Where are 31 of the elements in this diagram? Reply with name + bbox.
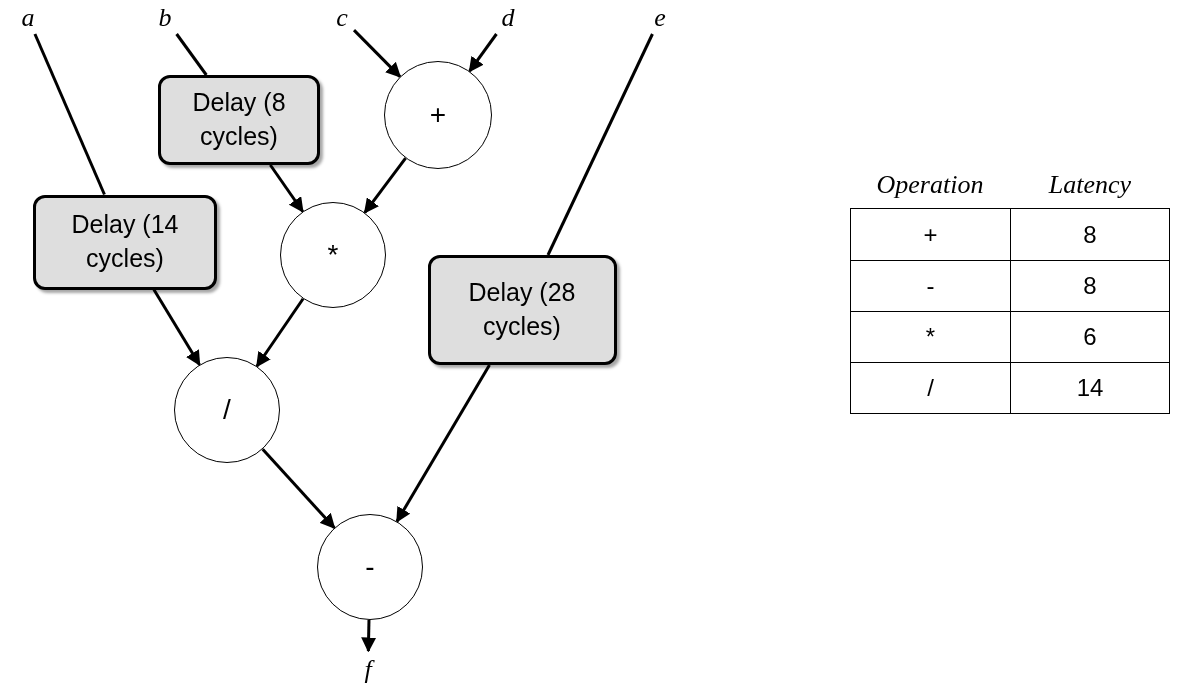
table-header: Latency [1048,168,1132,201]
arrow [261,448,336,529]
table-cell: 8 [1010,209,1169,260]
table-cell: 8 [1010,261,1169,311]
table-cell-text: * [924,322,937,352]
table-header: Operation [876,168,984,201]
arrow [269,164,304,213]
arrow [395,364,491,523]
table-cell: 6 [1010,312,1169,362]
variable-label: d [498,4,518,32]
delay-box: Delay (8 cycles) [158,75,320,165]
arrow [352,29,402,78]
arrow [255,297,305,368]
variable-label: c [332,4,352,32]
delay-box: Delay (28 cycles) [427,255,617,365]
arrow [361,619,377,653]
connector-line [33,33,106,196]
variable-label: e [650,4,670,32]
table-cell-text: - [925,271,936,301]
arrow [468,33,498,73]
connector-line [175,33,208,76]
table-cell-text: / [926,373,935,403]
arrow [152,288,201,366]
connector-line [546,33,654,256]
variable-label: b [155,4,175,32]
table-cell: 14 [1010,363,1169,413]
arrow [363,157,407,214]
variable-label: f [357,653,379,687]
table-cell-text: + [922,219,939,250]
delay-box: Delay (14 cycles) [33,194,217,290]
variable-label: a [18,4,38,32]
